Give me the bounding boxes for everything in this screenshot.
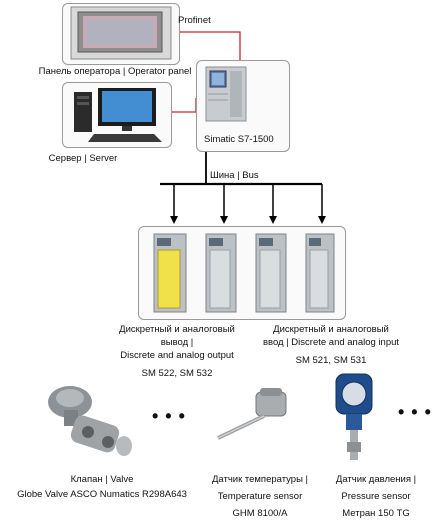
valve-line1: Клапан | Valve — [70, 474, 134, 485]
valve-image — [48, 386, 132, 456]
bus-drop-3 — [269, 184, 277, 224]
input-module-line1: Дискретный и аналоговый — [273, 324, 389, 335]
input-module-model: SM 521, SM 531 — [295, 355, 367, 366]
output-module-line2: вывод | — [160, 337, 194, 348]
server-label: Сервер | Server — [48, 153, 118, 164]
bus-drop-4 — [318, 184, 326, 224]
temperature-sensor-model: GHM 8100/A — [232, 508, 288, 519]
bus-label: Шина | Bus — [210, 170, 259, 181]
valve-line2: Globe Valve ASCO Numatics R298A643 — [17, 489, 187, 500]
input-module-line2: ввод | Discrete and analog input — [262, 337, 400, 348]
profinet-label: Profinet — [178, 15, 211, 26]
profinet-line-panel — [180, 31, 241, 60]
io-modules-image — [153, 233, 335, 313]
output-module-line1: Дискретный и аналоговый — [119, 324, 235, 335]
pressure-sensor-model: Метран 150 TG — [342, 508, 410, 519]
input-module-2 — [305, 233, 335, 313]
output-module-1 — [153, 233, 187, 313]
output-module-line3: Discrete and analog output — [120, 350, 234, 361]
output-module-model: SM 522, SM 532 — [141, 368, 213, 379]
temperature-sensor-image — [217, 388, 287, 440]
operator-panel-label: Панель оператора | Operator panel — [38, 66, 192, 77]
server-image — [74, 88, 162, 142]
ellipsis-left: • • • — [152, 406, 186, 426]
input-module-1 — [255, 233, 287, 313]
operator-panel-image — [70, 6, 172, 60]
plc-image — [205, 66, 247, 122]
temperature-sensor-line1: Датчик температуры | — [211, 474, 309, 485]
profinet-line-server — [172, 98, 197, 113]
temperature-sensor-line2: Temperature sensor — [217, 491, 303, 502]
bus-drop-1 — [170, 184, 178, 224]
ellipsis-right: • • • — [398, 402, 432, 422]
pressure-sensor-line2: Pressure sensor — [341, 491, 411, 502]
plc-label: Simatic S7-1500 — [204, 134, 274, 145]
output-module-2 — [205, 233, 237, 313]
pressure-sensor-image — [335, 373, 373, 460]
bus-drop-2 — [220, 184, 228, 224]
pressure-sensor-line1: Датчик давления | — [335, 474, 417, 485]
